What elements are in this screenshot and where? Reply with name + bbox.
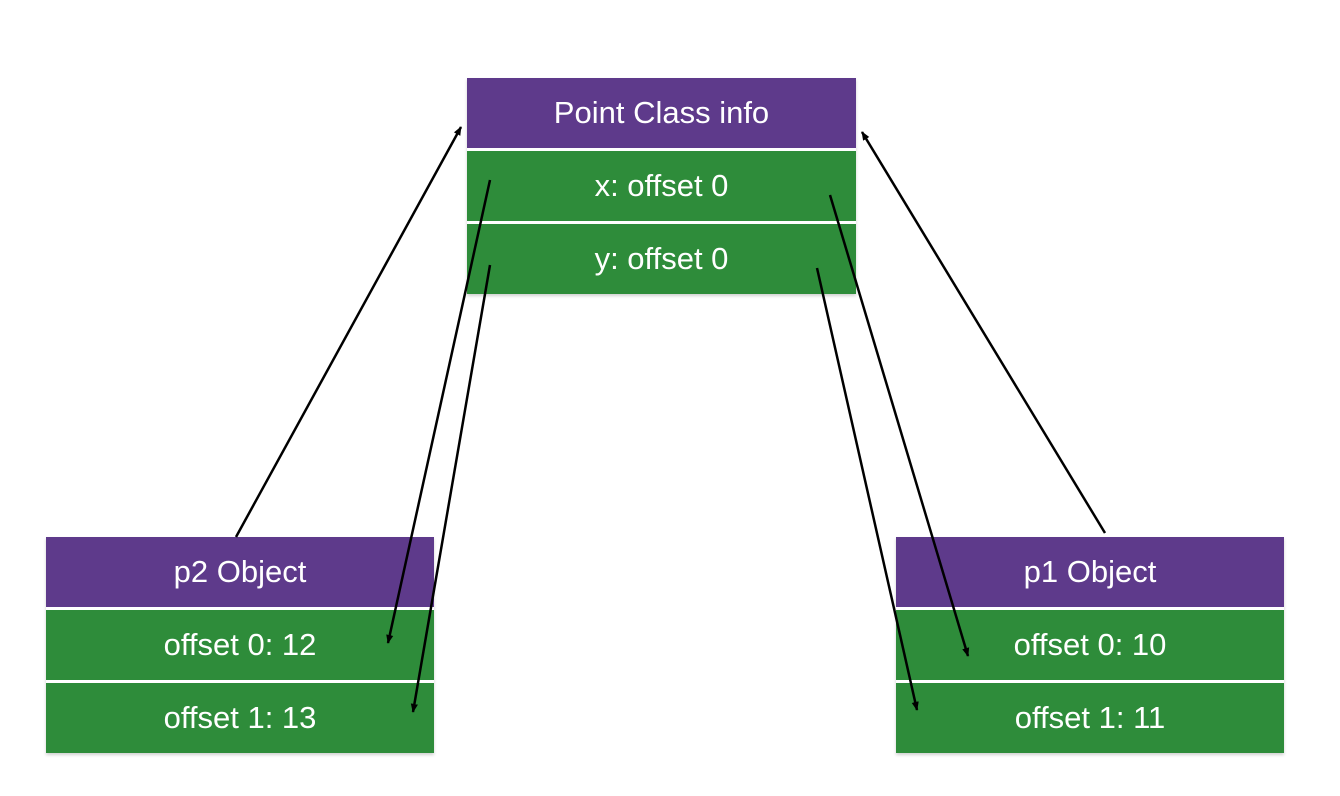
p1-slot-1: offset 1: 11 (896, 683, 1284, 753)
p1-object-title: p1 Object (896, 537, 1284, 607)
p2-slot-0: offset 0: 12 (46, 610, 434, 680)
class-field-y: y: offset 0 (467, 224, 856, 294)
p1-object-box: p1 Object offset 0: 10 offset 1: 11 (896, 537, 1284, 753)
p2-object-box: p2 Object offset 0: 12 offset 1: 13 (46, 537, 434, 753)
arrow-p1-to-class (860, 131, 1107, 534)
p1-slot-0: offset 0: 10 (896, 610, 1284, 680)
point-class-info-title: Point Class info (467, 78, 856, 148)
point-class-info-box: Point Class info x: offset 0 y: offset 0 (467, 78, 856, 294)
p2-slot-1: offset 1: 13 (46, 683, 434, 753)
p2-object-title: p2 Object (46, 537, 434, 607)
arrow-p2-to-class (234, 126, 463, 538)
class-field-x: x: offset 0 (467, 151, 856, 221)
